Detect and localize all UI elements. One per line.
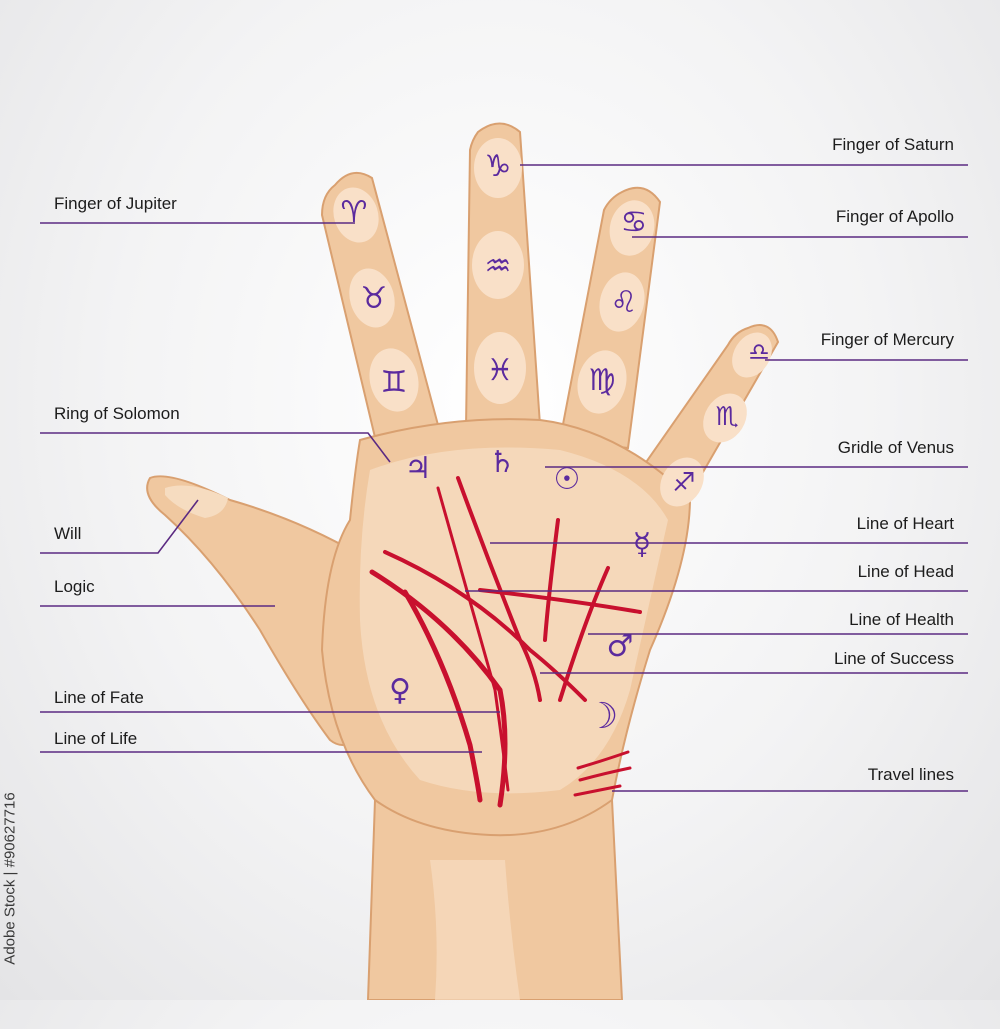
label-travel-lines: Travel lines [868, 765, 954, 785]
palmistry-diagram: ♈ ♉ ♊ ♑ ♒ ♓ ♋ ♌ ♍ ♎ ♏ ♐ ♃ ♄ ☉ ☿ ♂ ♀ ☽ Fi… [0, 0, 1000, 1000]
label-finger-of-jupiter: Finger of Jupiter [54, 194, 177, 214]
label-finger-of-apollo: Finger of Apollo [836, 207, 954, 227]
capricorn-icon: ♑ [476, 150, 520, 184]
leo-icon: ♌ [602, 286, 646, 320]
label-line-of-head: Line of Head [858, 562, 954, 582]
libra-icon: ♎ [737, 335, 781, 369]
stock-watermark: Adobe Stock | #90627716 [2, 729, 19, 1029]
moon-icon: ☽ [580, 700, 624, 734]
label-will: Will [54, 524, 81, 544]
mercury-icon: ☿ [620, 528, 664, 562]
label-line-of-health: Line of Health [849, 610, 954, 630]
virgo-icon: ♍ [580, 364, 624, 398]
label-finger-of-mercury: Finger of Mercury [821, 330, 954, 350]
hand-shape [147, 124, 780, 1001]
label-line-of-success: Line of Success [834, 649, 954, 669]
venus-icon: ♀ [378, 674, 422, 708]
sagittarius-icon: ♐ [662, 466, 706, 500]
scorpio-icon: ♏ [705, 400, 749, 434]
aries-icon: ♈ [332, 196, 376, 230]
aquarius-icon: ♒ [476, 250, 520, 284]
label-line-of-fate: Line of Fate [54, 688, 144, 708]
label-gridle-of-venus: Gridle of Venus [838, 438, 954, 458]
label-logic: Logic [54, 577, 95, 597]
gemini-icon: ♊ [372, 366, 416, 400]
cancer-icon: ♋ [612, 206, 656, 240]
label-line-of-heart: Line of Heart [857, 514, 954, 534]
saturn-icon: ♄ [480, 446, 524, 480]
label-ring-of-solomon: Ring of Solomon [54, 404, 180, 424]
sun-icon: ☉ [545, 463, 589, 497]
label-line-of-life: Line of Life [54, 729, 137, 749]
mars-icon: ♂ [598, 630, 642, 664]
pisces-icon: ♓ [478, 354, 522, 388]
label-finger-of-saturn: Finger of Saturn [832, 135, 954, 155]
jupiter-icon: ♃ [396, 452, 440, 486]
taurus-icon: ♉ [352, 282, 396, 316]
